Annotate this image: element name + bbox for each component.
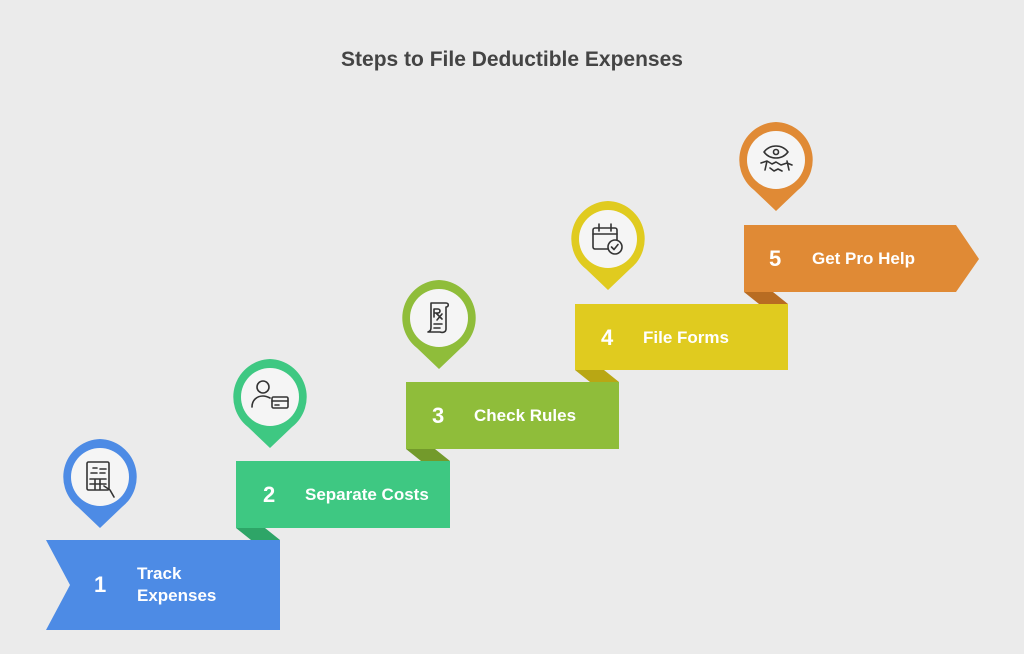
- step-5-number: 5: [769, 246, 782, 271]
- prescription-document-icon: [427, 302, 450, 334]
- step-1-label: Track Expenses: [137, 563, 216, 607]
- step-3-banner: [406, 382, 619, 449]
- fold-4: [744, 292, 788, 304]
- step-4-banner: [575, 304, 788, 370]
- pin-step-2: [233, 359, 307, 448]
- fold-3: [575, 370, 619, 382]
- user-card-icon: [251, 380, 289, 409]
- receipt-hand-icon: [86, 461, 115, 498]
- pin-step-5: [739, 122, 813, 211]
- eye-handshake-icon: [760, 145, 793, 172]
- step-2-number: 2: [263, 482, 276, 507]
- calendar-check-icon: [592, 223, 623, 255]
- step-1-label-line1: Track: [137, 564, 182, 583]
- step-3-label: Check Rules: [474, 406, 577, 425]
- step-1-number: 1: [94, 572, 107, 597]
- step-3-number: 3: [432, 403, 445, 428]
- diagram-title: Steps to File Deductible Expenses: [341, 48, 683, 71]
- step-1-label-line2: Expenses: [137, 586, 217, 605]
- step-2-banner: [236, 461, 450, 528]
- step-5-banner: [744, 225, 979, 292]
- fold-1: [236, 528, 280, 540]
- step-5-label: Get Pro Help: [812, 249, 915, 268]
- step-1-banner: [46, 540, 280, 630]
- fold-2: [406, 449, 450, 461]
- step-2-label: Separate Costs: [305, 485, 429, 504]
- step-4-number: 4: [601, 325, 614, 350]
- step-4-label: File Forms: [643, 328, 729, 347]
